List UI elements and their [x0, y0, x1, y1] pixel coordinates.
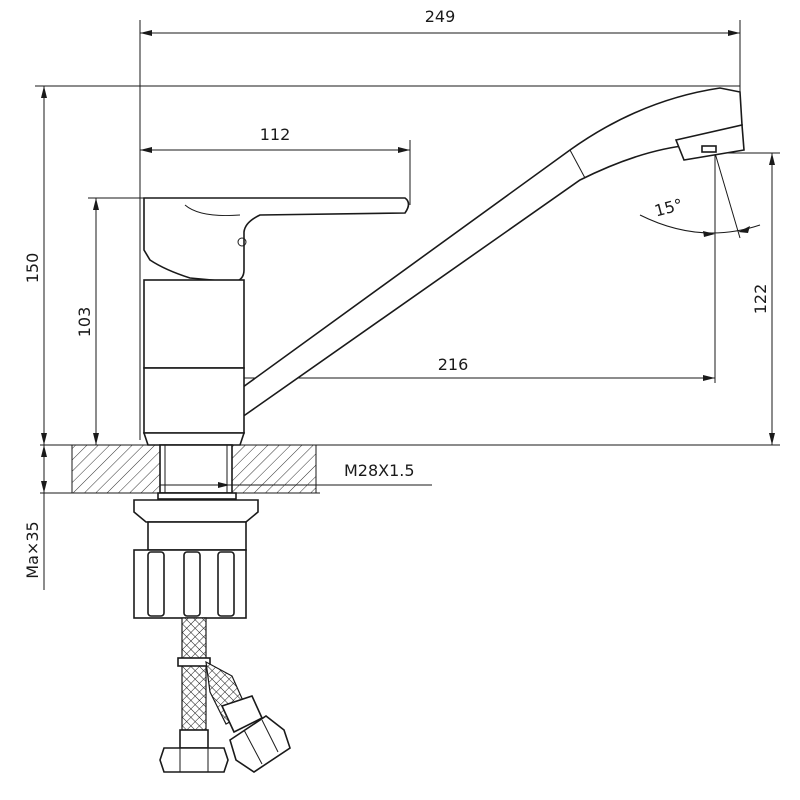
dimension-handle-length: 112 [140, 125, 411, 205]
dimension-overall-height: 150 [23, 85, 740, 445]
label-spout-reach: 216 [438, 355, 469, 374]
label-spout-angle: 15° [652, 195, 684, 221]
label-outlet-height: 122 [751, 284, 770, 315]
label-handle-height: 103 [75, 307, 94, 338]
label-overall-length: 249 [425, 7, 456, 26]
faucet-body [142, 87, 745, 446]
dimension-handle-height: 103 [75, 197, 145, 445]
label-overall-height: 150 [23, 253, 42, 284]
thread-callout: M28X1.5 [160, 461, 432, 488]
dimension-max-deck: Ma×35 [23, 445, 47, 590]
mounting-nut [133, 492, 259, 619]
label-handle-length: 112 [260, 125, 291, 144]
label-thread: M28X1.5 [344, 461, 415, 480]
dimension-overall-length: 249 [139, 7, 741, 440]
countertop-section [40, 444, 320, 494]
label-max-deck: Ma×35 [23, 521, 42, 578]
dimension-spout-angle: 15° [639, 152, 761, 239]
supply-hoses [159, 617, 291, 773]
